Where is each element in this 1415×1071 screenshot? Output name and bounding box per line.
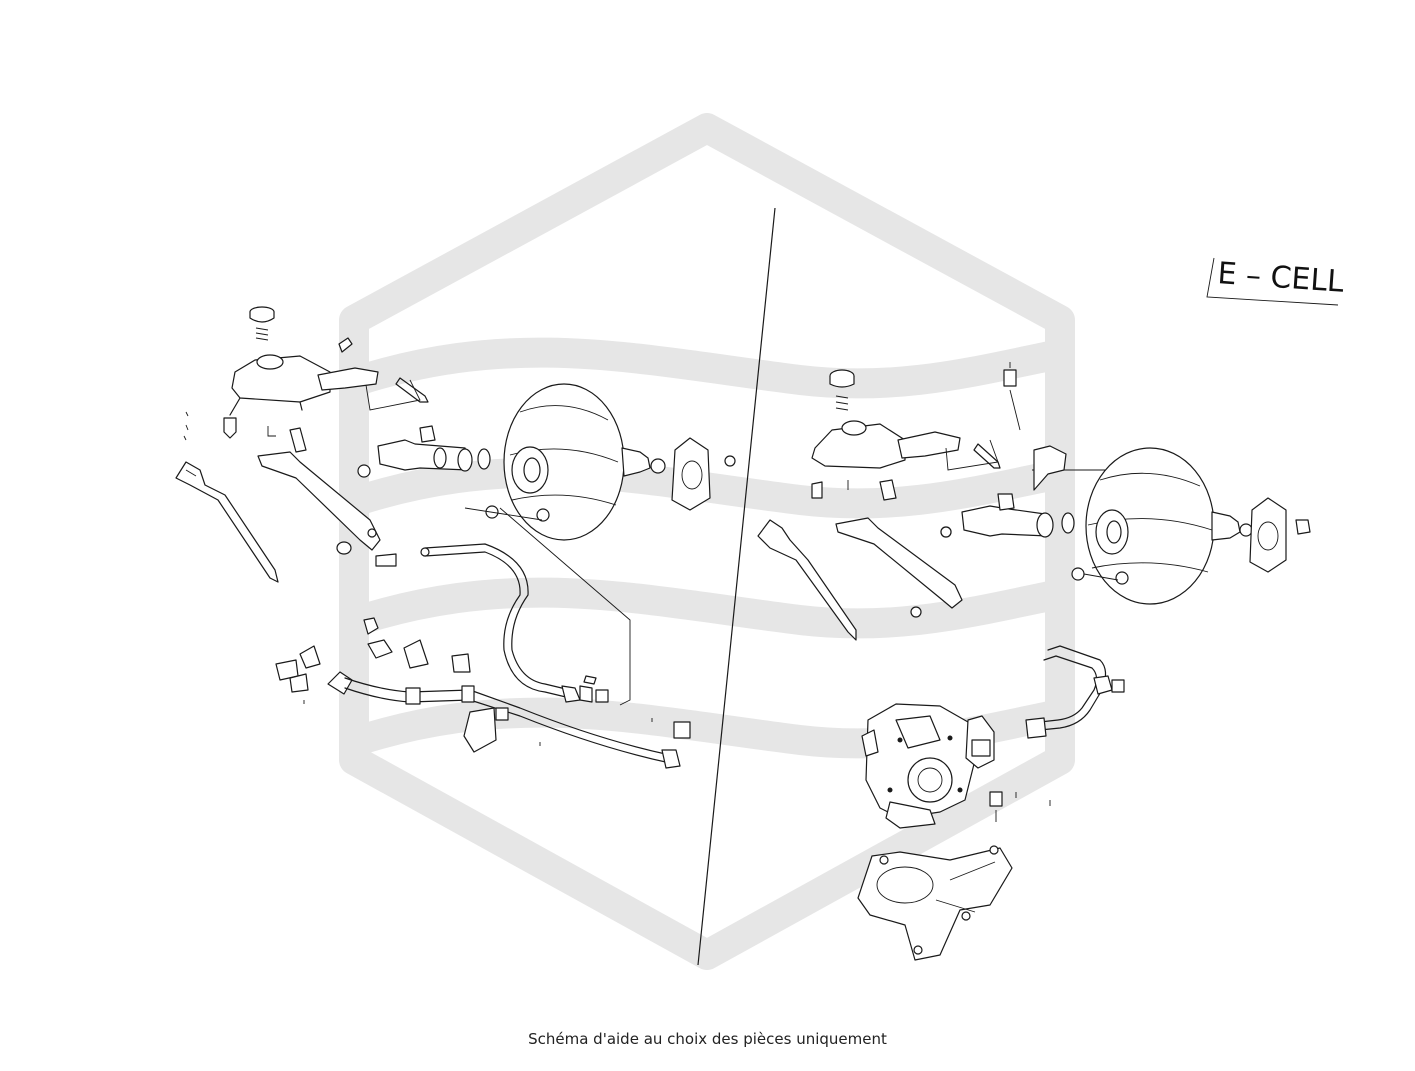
diagram-caption: Schéma d'aide au choix des pièces unique… — [528, 1030, 887, 1048]
small-parts-left — [275, 645, 653, 753]
master-cylinder-right — [940, 493, 1075, 538]
brake-pipe-left — [420, 543, 581, 703]
callout-lines-left — [365, 379, 631, 706]
divider-line — [697, 207, 776, 966]
pivot-pin — [338, 337, 353, 353]
push-rod-left — [395, 377, 429, 403]
clip-left — [183, 411, 237, 441]
mounting-bracket-left — [175, 461, 279, 583]
flex-hose-left — [327, 671, 691, 769]
brake-hose-right — [1025, 645, 1125, 739]
brake-booster-right — [1071, 447, 1253, 605]
fluid-reservoir-right — [811, 420, 961, 469]
mounting-bracket-right — [757, 481, 857, 641]
support-bracket-right — [835, 479, 963, 618]
fluid-reservoir — [229, 354, 379, 416]
push-rod-right — [973, 443, 1001, 469]
brake-booster-left — [485, 383, 666, 541]
watermark-logo — [339, 113, 1075, 970]
gasket-plate-left — [671, 437, 736, 511]
left-assembly — [175, 306, 736, 769]
support-bracket — [257, 426, 381, 551]
right-assembly — [757, 362, 1311, 961]
reservoir-cap — [249, 306, 275, 341]
electric-vacuum-pump — [861, 703, 1051, 829]
gasket-plate-right — [1249, 497, 1311, 573]
master-cylinder-left — [357, 425, 491, 478]
pump-mounting-bracket — [857, 845, 1013, 961]
reservoir-cap-right — [829, 369, 855, 411]
variant-label: E – CELL — [1216, 256, 1345, 300]
variant-label-box: E – CELL — [1206, 256, 1345, 306]
callout-lines-right — [945, 439, 999, 471]
fittings-left — [336, 541, 609, 703]
